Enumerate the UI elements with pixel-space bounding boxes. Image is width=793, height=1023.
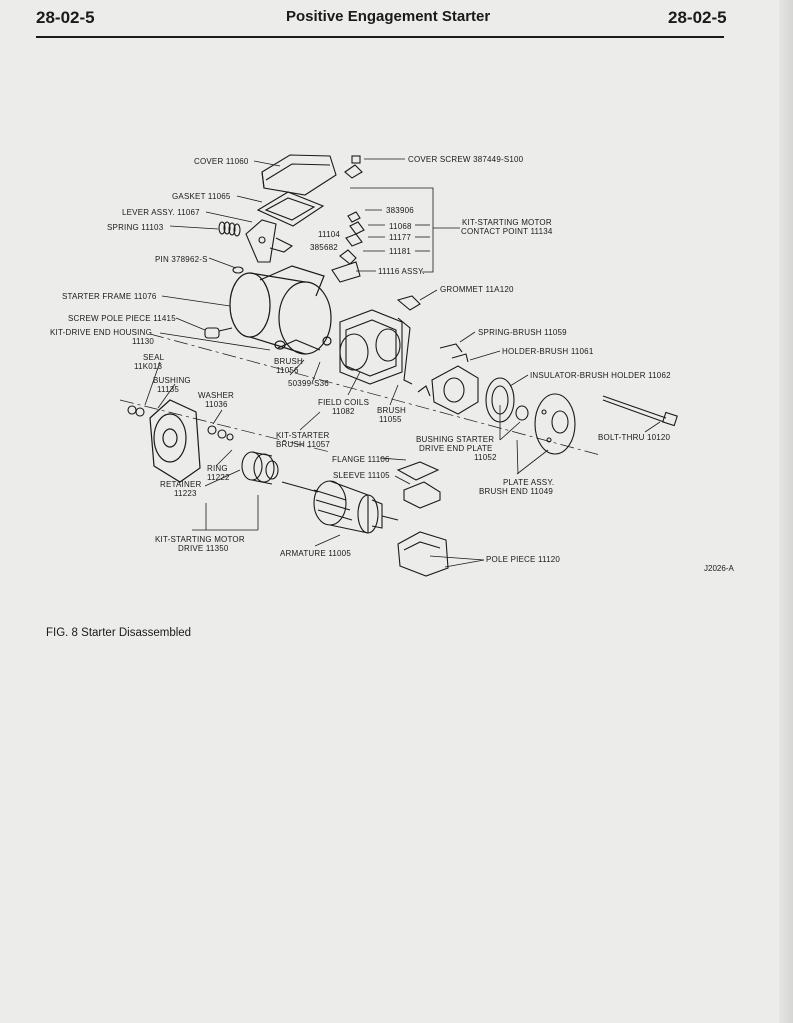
label-11104: 11104	[318, 230, 341, 239]
label-kit-drive-housing-2: 11130	[132, 337, 155, 346]
contact-point-parts	[331, 211, 365, 283]
cover-part	[261, 154, 337, 196]
figure-caption: FIG. 8 Starter Disassembled	[46, 627, 192, 639]
bolt-thru-part	[602, 395, 678, 427]
label-plate-2: BRUSH END 11049	[479, 487, 553, 496]
washer-ring-part	[515, 405, 529, 421]
label-11181: 11181	[389, 247, 412, 256]
label-bolt-thru: BOLT-THRU 10120	[598, 433, 671, 442]
label-pole-piece: POLE PIECE 11120	[486, 555, 561, 564]
label-cover-screw: COVER SCREW 387449-S100	[408, 155, 524, 164]
header-rule	[36, 36, 724, 38]
label-retainer: RETAINER	[160, 480, 202, 489]
label-385682: 385682	[310, 243, 338, 252]
page-title: Positive Engagement Starter	[286, 8, 491, 25]
label-ring-2: 11222	[207, 473, 230, 482]
brush-end-plate-part	[534, 393, 576, 455]
label-kit-brush: KIT-STARTER	[276, 431, 330, 440]
label-washer: WASHER	[198, 391, 235, 400]
label-pin: PIN 378962-S	[155, 255, 208, 264]
label-field-coils: FIELD COILS	[318, 398, 370, 407]
label-50399: 50399-S36	[288, 379, 329, 388]
cover-screw-part	[344, 155, 363, 179]
label-retainer-2: 11223	[174, 489, 197, 498]
leader-lines	[144, 158, 661, 568]
page-number-right: 28-02-5	[668, 8, 727, 27]
label-brush-2b: 11055	[379, 415, 402, 424]
label-kit-contact-2: CONTACT POINT 11134	[461, 227, 553, 236]
brush-holder-part	[417, 343, 479, 415]
insulator-part	[485, 377, 515, 423]
label-kit-drive-housing: KIT-DRIVE END HOUSING	[50, 328, 152, 337]
pin-part	[232, 266, 244, 274]
centerline	[119, 333, 601, 456]
label-grommet: GROMMET 11A120	[440, 285, 514, 294]
label-seal: SEAL	[143, 353, 165, 362]
pole-piece-part	[397, 531, 449, 577]
page-number-left: 28-02-5	[36, 8, 95, 27]
starter-frame-part	[229, 265, 332, 355]
label-bushing-starter-2: DRIVE END PLATE	[419, 444, 493, 453]
label-kit-contact: KIT-STARTING MOTOR	[462, 218, 552, 227]
label-insulator: INSULATOR-BRUSH HOLDER 11062	[530, 371, 671, 380]
screw-pole-piece-part	[204, 327, 233, 339]
label-kit-drive: KIT-STARTING MOTOR	[155, 535, 245, 544]
sleeve-part	[403, 481, 441, 509]
label-cover: COVER 11060	[194, 157, 249, 166]
label-11068: 11068	[389, 222, 412, 231]
label-armature: ARMATURE 11005	[280, 549, 351, 558]
label-starter-frame: STARTER FRAME 11076	[62, 292, 157, 301]
label-11177: 11177	[389, 233, 412, 242]
flange-part	[396, 461, 440, 481]
drive-end-housing-part	[149, 399, 201, 483]
label-screw-pole: SCREW POLE PIECE 11415	[68, 314, 176, 323]
label-kit-brush-2: BRUSH 11057	[276, 440, 331, 449]
spring-part	[218, 221, 241, 237]
lever-part	[245, 219, 294, 263]
label-brush-2: BRUSH	[377, 406, 407, 415]
gasket-part	[256, 191, 325, 227]
label-plate: PLATE ASSY.	[503, 478, 555, 487]
label-field-coils-2: 11082	[332, 407, 355, 416]
seal-bushing-parts	[127, 405, 234, 441]
label-seal-2: 11K013	[134, 362, 163, 371]
label-flange: FLANGE 11106	[332, 455, 390, 464]
label-sleeve: SLEEVE 11105	[333, 471, 390, 480]
label-bushing-2: 11135	[157, 385, 180, 394]
label-bushing: BUSHING	[153, 376, 191, 385]
grommet-part	[396, 295, 421, 311]
page-edge	[779, 0, 793, 1023]
label-spring: SPRING 11103	[107, 223, 164, 232]
label-lever: LEVER ASSY. 11067	[122, 208, 200, 217]
label-gasket: GASKET 11065	[172, 192, 231, 201]
label-brush-1: BRUSH	[274, 357, 304, 366]
label-brush-1b: 11056	[276, 366, 299, 375]
label-kit-drive-2: DRIVE 11350	[178, 544, 229, 553]
label-bushing-starter-3: 11052	[474, 453, 497, 462]
label-washer-2: 11036	[205, 400, 228, 409]
figure-code: J2026-A	[704, 564, 734, 573]
label-ring: RING	[207, 464, 228, 473]
starter-drive-part	[241, 451, 279, 485]
label-bushing-starter: BUSHING STARTER	[416, 435, 495, 444]
label-holder-brush: HOLDER-BRUSH 11061	[502, 347, 594, 356]
armature-part	[281, 480, 399, 534]
label-383906: 383906	[386, 206, 414, 215]
label-11116: 11116 ASSY.	[378, 267, 425, 276]
field-coils-part	[339, 309, 413, 385]
label-spring-brush: SPRING-BRUSH 11059	[478, 328, 567, 337]
